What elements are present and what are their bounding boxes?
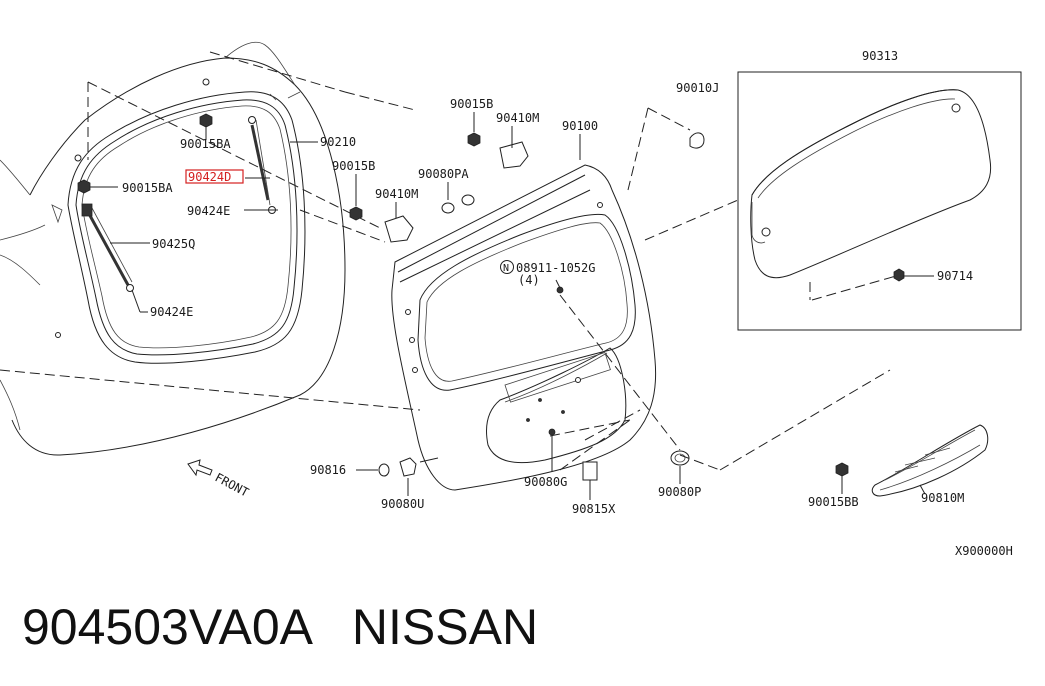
label-90313: 90313 (862, 49, 898, 63)
label-90424e-top: 90424E (187, 204, 230, 218)
label-08911-qty: (4) (518, 273, 540, 287)
label-08911: 08911-1052G (516, 261, 595, 275)
label-90015b-mid: 90015B (332, 159, 375, 173)
leader-lines-center (355, 107, 897, 500)
label-90816: 90816 (310, 463, 346, 477)
highlight-box (185, 169, 244, 184)
body-opening-drawing (0, 41, 346, 456)
part-labels: 90313 90010J 90015B 90410M 90100 90015BA… (122, 49, 1013, 558)
label-90080u: 90080U (381, 497, 424, 511)
label-90410m-top: 90410M (496, 111, 539, 125)
front-arrow-icon (187, 459, 213, 477)
back-door-glass-drawing (750, 89, 992, 282)
caption-brand: NISSAN (351, 599, 539, 655)
front-indicator: FRONT (187, 459, 251, 500)
label-90100: 90100 (562, 119, 598, 133)
label-90714: 90714 (937, 269, 973, 283)
label-90424e-bottom: 90424E (150, 305, 193, 319)
part-caption: 904503VA0A NISSAN (22, 598, 538, 656)
label-90810m: 90810M (921, 491, 964, 505)
label-90424d: 90424D (188, 170, 231, 184)
n-symbol-letter: N (503, 263, 509, 274)
label-90015bb: 90015BB (808, 495, 859, 509)
label-diagram-code: X900000H (955, 544, 1013, 558)
label-90080p: 90080P (658, 485, 701, 499)
label-90015ba-left: 90015BA (122, 181, 173, 195)
label-90210: 90210 (320, 135, 356, 149)
label-90080pa: 90080PA (418, 167, 469, 181)
label-90015ba-top: 90015BA (180, 137, 231, 151)
n-circle-symbol (500, 260, 514, 274)
back-door-drawing (349, 132, 705, 491)
label-90425q: 90425Q (152, 237, 195, 251)
leader-lines-left (0, 51, 421, 411)
glass-frame-box (737, 71, 1022, 331)
label-90015b-top: 90015B (450, 97, 493, 111)
stop-lamp-drawing (835, 424, 989, 497)
label-90010j: 90010J (676, 81, 719, 95)
caption-part-number: 904503VA0A (22, 599, 311, 655)
label-90080g: 90080G (524, 475, 567, 489)
front-label: FRONT (213, 470, 251, 499)
label-90815x: 90815X (572, 502, 616, 516)
label-90410m-mid: 90410M (375, 187, 418, 201)
